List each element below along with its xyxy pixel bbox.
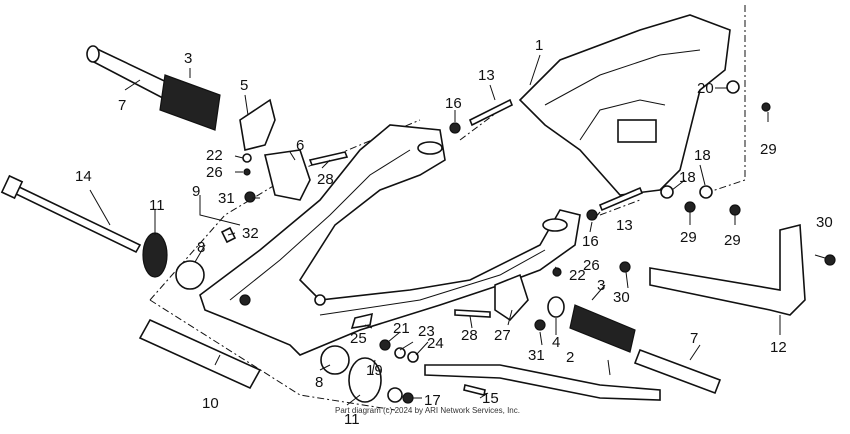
dust-seal [142,232,168,278]
callout: 14 [75,168,92,185]
callout: 9 [192,183,200,200]
callout: 5 [240,77,248,94]
callout: 20 [697,80,714,97]
bolt [824,254,836,266]
callout: 23 [418,323,435,340]
callout: 11 [344,411,360,428]
callout: 29 [680,229,697,246]
callout: 1 [535,37,543,54]
washer [660,185,674,199]
callout: 26 [583,257,600,274]
callout: 28 [461,327,478,344]
nut [449,122,461,134]
bushing [320,345,350,375]
washer [547,296,565,318]
callout: 31 [528,347,545,364]
callout: 16 [445,95,462,112]
washer [242,153,252,163]
callout: 32 [242,225,259,242]
washer [726,80,740,94]
callout: 22 [206,147,223,164]
callout: 11 [149,197,165,214]
callout: 4 [552,334,560,351]
collar [138,318,262,390]
bolt [598,186,644,212]
callout: 8 [315,374,323,391]
callout: 22 [569,267,586,284]
callout: 10 [202,395,219,412]
callout: 3 [184,50,192,67]
pivot-bolt [0,174,142,254]
bolt [729,204,741,216]
callout: 6 [296,137,304,154]
callout: 28 [317,171,334,188]
callout: 25 [350,330,367,347]
alignment-line [699,5,746,196]
callout: 21 [393,320,410,337]
nut [243,168,251,176]
copyright-notice: Part diagram (c) 2024 by ARI Network Ser… [335,406,520,415]
leader-lines [89,54,826,406]
stay [424,364,661,401]
callout: 29 [724,232,741,249]
callout: 19 [366,362,383,379]
callout: 7 [118,97,126,114]
bolt [244,191,256,203]
bushing [175,260,205,290]
nut [552,267,562,277]
callout: 8 [197,239,205,256]
footpeg-rubber [569,304,636,353]
callout: 13 [478,67,495,84]
callout: 7 [690,330,698,347]
nut [379,339,391,351]
callout: 18 [694,147,711,164]
callout: 2 [566,349,574,366]
callout: 16 [582,233,599,250]
alignment-line [149,119,421,301]
callout: 17 [424,392,441,409]
washer [387,387,403,403]
swing-arm [199,124,581,356]
chain-guard [518,14,731,196]
callout: 24 [427,335,444,352]
callout: 18 [679,169,696,186]
callout: 26 [206,164,223,181]
callout: 13 [616,217,633,234]
pin [308,151,349,166]
callout: 3 [597,277,605,294]
callout: 30 [613,289,630,306]
footpeg-holder [649,223,806,316]
callout: 27 [494,327,511,344]
washer [394,347,406,359]
footpeg-bracket [239,98,276,151]
bracket [264,149,311,201]
washer [407,351,419,363]
footpeg-bar [633,348,722,395]
pin [454,309,491,318]
bolt [684,201,696,213]
footpeg-rubber [159,74,221,131]
washer [699,185,713,199]
callout: 31 [218,190,235,207]
callout: 12 [770,339,787,356]
bolt [761,102,771,112]
bolt [468,98,514,127]
nut [586,209,598,221]
bolt [619,261,631,273]
callout: 30 [816,214,833,231]
nut [402,392,414,404]
callout: 29 [760,141,777,158]
clip [350,312,374,330]
alignment-line [149,299,396,411]
bolt [534,319,546,331]
alignment-line [599,199,641,216]
callout: 15 [482,390,499,407]
footpeg-bracket [494,273,529,322]
